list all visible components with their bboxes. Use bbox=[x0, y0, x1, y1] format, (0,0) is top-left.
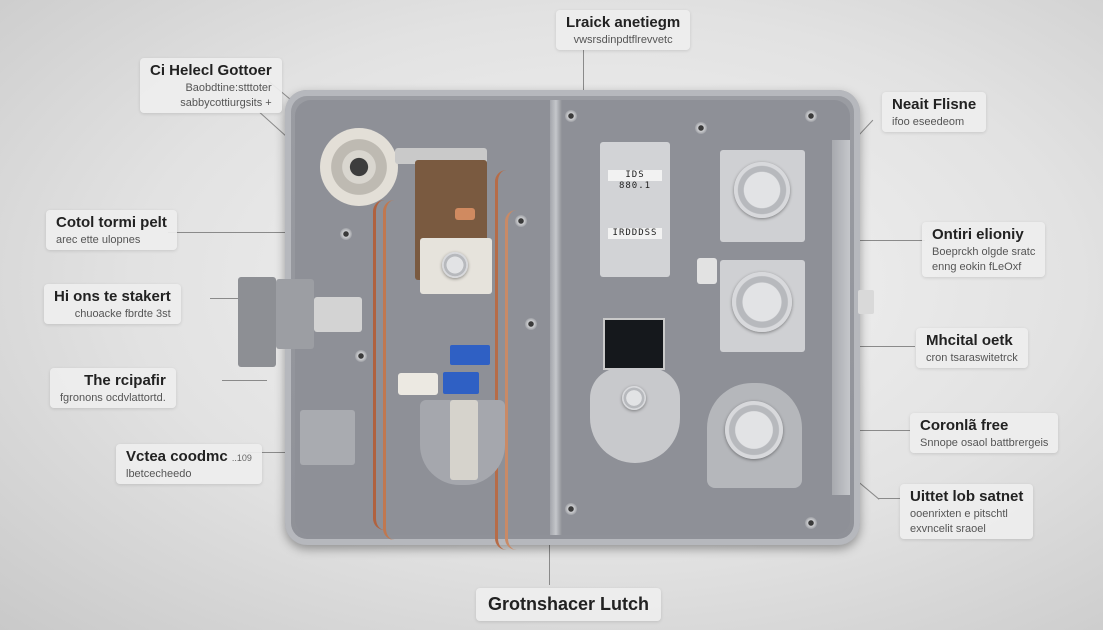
label-right-2-line2: enng eokin fLeOxf bbox=[932, 261, 1022, 273]
lever-arm bbox=[450, 400, 478, 480]
label-right-4: Coronlã free Snnope osaol battbrergeis bbox=[910, 413, 1059, 453]
motor-housing-top bbox=[720, 150, 805, 242]
label-top-left-title: Ci Helecl Gottoer bbox=[150, 62, 272, 79]
label-right-5-line2: exvncelit sraoel bbox=[910, 523, 986, 535]
solenoid-module bbox=[420, 238, 492, 294]
wire-bundle-4 bbox=[505, 210, 528, 550]
keypad-reader bbox=[590, 368, 680, 463]
label-left-1-subtitle: arec ette ulopnes bbox=[56, 234, 141, 246]
leader-left-1 bbox=[168, 232, 288, 233]
label-top-left-line1: Baobdtine:stttoter bbox=[185, 82, 272, 94]
label-right-5: Uittet lob satnet ooenrixten e pitschtl … bbox=[900, 484, 1034, 539]
label-right-2-line1: Boeprckh olgde sratc bbox=[932, 246, 1036, 258]
center-divider bbox=[550, 100, 562, 535]
label-right-1: Neait Flisne ifoo eseedeom bbox=[882, 92, 987, 132]
label-right-3-subtitle: cron tsaraswitetrck bbox=[926, 352, 1018, 364]
label-left-4-suffix: ..109 bbox=[231, 453, 252, 463]
leader-left-3 bbox=[222, 380, 267, 381]
label-right-5-line1: ooenrixten e pitschtl bbox=[910, 508, 1008, 520]
label-left-2-title: Hi ons te stakert bbox=[54, 288, 171, 305]
label-left-2-subtitle: chuoacke fbrdte 3st bbox=[74, 308, 171, 320]
latch-housing bbox=[238, 277, 276, 367]
wire-bundle-1 bbox=[373, 200, 396, 530]
label-right-1-title: Neait Flisne bbox=[892, 96, 977, 113]
copper-contact bbox=[455, 208, 475, 220]
leader-right-5b bbox=[878, 498, 900, 499]
label-left-1: Cotol tormi pelt arec ette ulopnes bbox=[46, 210, 177, 250]
latch-bolt bbox=[238, 275, 363, 370]
label-right-2: Ontiri elioniy Boeprckh olgde sratc enng… bbox=[922, 222, 1046, 277]
display-module: IDS 880.1 IRDDDSS bbox=[600, 142, 670, 277]
key-cylinder bbox=[622, 386, 646, 410]
label-right-2-title: Ontiri elioniy bbox=[932, 226, 1024, 243]
side-bolt-stub bbox=[858, 290, 874, 314]
label-left-4-title: Vctea coodmc ..109 bbox=[126, 448, 252, 465]
wire-bundle-2 bbox=[383, 200, 406, 540]
strike-bracket bbox=[300, 410, 355, 465]
connector-tab bbox=[398, 373, 438, 395]
motor-cap-top bbox=[734, 162, 790, 218]
motor-cap-mid bbox=[732, 272, 792, 332]
motor-housing-mid bbox=[720, 260, 805, 352]
solenoid-button bbox=[442, 252, 468, 278]
right-rail bbox=[832, 140, 850, 495]
label-left-3: The rcipafir fgronons ocdvlattortd. bbox=[50, 368, 176, 408]
control-chip bbox=[603, 318, 665, 370]
label-top-subtitle: vwsrsdinpdtflrevvetc bbox=[573, 34, 673, 46]
screw bbox=[565, 110, 577, 122]
leader-right-2 bbox=[845, 240, 925, 241]
latch-head bbox=[276, 279, 314, 349]
drive-cover bbox=[707, 383, 802, 488]
leader-left-4 bbox=[245, 452, 285, 453]
leader-left-2 bbox=[210, 298, 238, 299]
leader-bottom bbox=[549, 545, 550, 585]
label-bottom-title: Grotnshacer Lutch bbox=[476, 588, 662, 621]
label-left-2: Hi ons te stakert chuoacke fbrdte 3st bbox=[44, 284, 181, 324]
screw bbox=[695, 122, 707, 134]
blue-relay-1 bbox=[450, 345, 490, 365]
latch-bar bbox=[314, 297, 362, 332]
drive-cap bbox=[725, 401, 783, 459]
label-top-left: Ci Helecl Gottoer Baobdtine:stttoter sab… bbox=[140, 58, 282, 113]
screw bbox=[525, 318, 537, 330]
panel-inner: IDS 880.1 IRDDDSS bbox=[295, 100, 850, 550]
label-top-left-line2: sabbycottiurgsits + bbox=[180, 97, 272, 109]
blue-relay-2 bbox=[443, 372, 479, 394]
label-left-1-title: Cotol tormi pelt bbox=[56, 214, 167, 231]
label-left-3-title: The rcipafir bbox=[84, 372, 166, 389]
lock-panel: IDS 880.1 IRDDDSS bbox=[285, 90, 860, 550]
diagram-title: Grotnshacer Lutch bbox=[488, 594, 650, 614]
label-left-4-subtitle: lbetcecheedo bbox=[126, 468, 192, 480]
label-right-5-title: Uittet lob satnet bbox=[910, 488, 1024, 505]
port-module bbox=[697, 258, 717, 284]
label-top: Lraick anetiegm vwsrsdinpdtflrevvetc bbox=[556, 10, 691, 50]
label-left-3-subtitle: fgronons ocdvlattortd. bbox=[60, 392, 166, 404]
label-right-3: Mhcital oetk cron tsaraswitetrck bbox=[916, 328, 1028, 368]
display-1: IDS 880.1 bbox=[608, 170, 662, 191]
motor-coil bbox=[320, 128, 398, 206]
display-2: IRDDDSS bbox=[608, 228, 662, 239]
label-top-title: Lraick anetiegm bbox=[566, 14, 681, 31]
label-right-3-title: Mhcital oetk bbox=[926, 332, 1013, 349]
leader-right-3 bbox=[845, 346, 915, 347]
screw bbox=[515, 215, 527, 227]
label-left-4: Vctea coodmc ..109 lbetcecheedo bbox=[116, 444, 262, 484]
screw bbox=[340, 228, 352, 240]
screw bbox=[805, 517, 817, 529]
label-right-1-subtitle: ifoo eseedeom bbox=[892, 116, 965, 128]
leader-top bbox=[583, 50, 584, 90]
leader-right-4 bbox=[855, 430, 910, 431]
wire-bundle-3 bbox=[495, 170, 518, 550]
screw bbox=[805, 110, 817, 122]
label-right-4-subtitle: Snnope osaol battbrergeis bbox=[920, 437, 1049, 449]
label-right-4-title: Coronlã free bbox=[920, 417, 1009, 434]
screw bbox=[565, 503, 577, 515]
screw bbox=[355, 350, 367, 362]
